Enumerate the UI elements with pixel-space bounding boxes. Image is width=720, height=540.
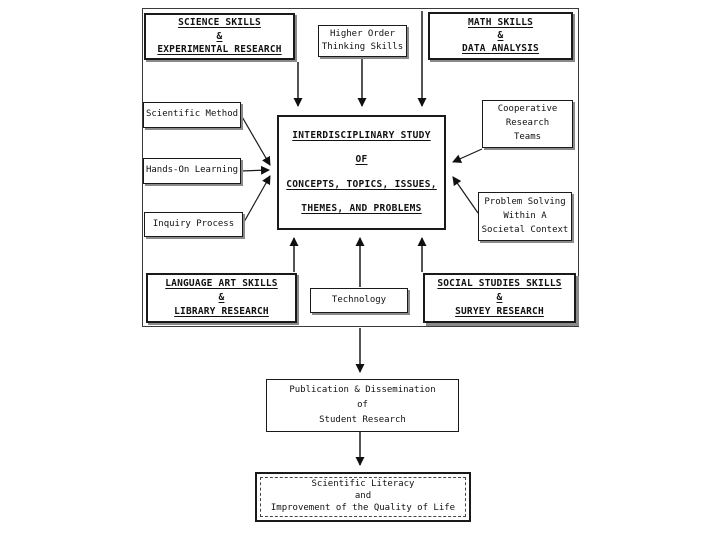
- scientific-method-label: Scientific Method: [145, 109, 239, 120]
- language-line2: &: [218, 292, 225, 303]
- inquiry-process-box: Inquiry Process: [144, 212, 243, 237]
- arrow-problem-to-center: [452, 176, 479, 214]
- language-line1: LANGUAGE ART SKILLS: [165, 278, 278, 290]
- publication-line2: of: [357, 399, 368, 410]
- literacy-line2: and: [354, 491, 372, 502]
- arrow-inquiry-to-center: [243, 175, 271, 223]
- math-skills-box: MATH SKILLS & DATA ANALYSIS: [428, 12, 573, 60]
- social-line1: SOCIAL STUDIES SKILLS: [437, 278, 562, 290]
- inquiry-process-label: Inquiry Process: [152, 218, 235, 229]
- cooperative-research-teams-box: Cooperative Research Teams: [482, 100, 573, 148]
- science-skills-line1: SCIENCE SKILLS: [178, 17, 261, 29]
- publication-dissemination-box: Publication & Dissemination of Student R…: [266, 379, 459, 432]
- higher-order-thinking-box: Higher Order Thinking Skills: [318, 25, 407, 57]
- language-line3: LIBRARY RESEARCH: [174, 305, 269, 317]
- center-line4: THEMES, AND PROBLEMS: [301, 202, 422, 214]
- cooperative-line3: Teams: [513, 132, 542, 143]
- scientific-method-box: Scientific Method: [143, 102, 241, 128]
- science-skills-line2: &: [216, 30, 223, 42]
- technology-label: Technology: [331, 294, 387, 305]
- problem-solving-box: Problem Solving Within A Societal Contex…: [478, 192, 572, 241]
- literacy-line1: Scientific Literacy: [311, 479, 415, 490]
- scientific-literacy-box: Scientific Literacy and Improvement of t…: [255, 472, 471, 522]
- literacy-line3: Improvement of the Quality of Life: [270, 503, 456, 514]
- center-line3: CONCEPTS, TOPICS, ISSUES,: [286, 178, 437, 190]
- hands-on-learning-box: Hands-On Learning: [143, 158, 241, 184]
- science-skills-line3: EXPERIMENTAL RESEARCH: [157, 43, 282, 55]
- center-line2: OF: [355, 154, 368, 166]
- language-art-skills-box: LANGUAGE ART SKILLS & LIBRARY RESEARCH: [146, 273, 297, 323]
- math-skills-line2: &: [497, 30, 504, 41]
- hands-on-learning-label: Hands-On Learning: [145, 165, 239, 176]
- math-skills-line3: DATA ANALYSIS: [462, 43, 539, 55]
- higher-order-line1: Higher Order: [329, 28, 396, 39]
- problem-solving-line3: Societal Context: [481, 224, 569, 235]
- center-line1: INTERDISCIPLINARY STUDY: [292, 130, 431, 142]
- social-studies-skills-box: SOCIAL STUDIES SKILLS & SURYEY RESEARCH: [423, 273, 576, 323]
- problem-solving-line2: Within A: [503, 210, 547, 221]
- higher-order-line2: Thinking Skills: [321, 41, 404, 52]
- outer-frame: [142, 8, 579, 327]
- publication-line1: Publication & Dissemination: [289, 384, 436, 395]
- social-line3: SURYEY RESEARCH: [455, 305, 544, 317]
- math-skills-line1: MATH SKILLS: [467, 16, 534, 28]
- arrow-handson-to-center: [240, 165, 270, 175]
- problem-solving-line1: Problem Solving: [484, 196, 566, 207]
- arrow-scimethod-to-center: [240, 114, 271, 166]
- science-skills-box: SCIENCE SKILLS & EXPERIMENTAL RESEARCH: [144, 13, 295, 60]
- social-line2: &: [496, 292, 503, 303]
- cooperative-line1: Cooperative: [497, 104, 558, 115]
- cooperative-line2: Research: [505, 118, 550, 129]
- scientific-literacy-inner-frame: Scientific Literacy and Improvement of t…: [260, 477, 466, 517]
- publication-line3: Student Research: [319, 414, 406, 425]
- arrow-cooperative-to-center: [452, 148, 483, 163]
- interdisciplinary-study-box: INTERDISCIPLINARY STUDY OF CONCEPTS, TOP…: [277, 115, 446, 230]
- technology-box: Technology: [310, 288, 408, 313]
